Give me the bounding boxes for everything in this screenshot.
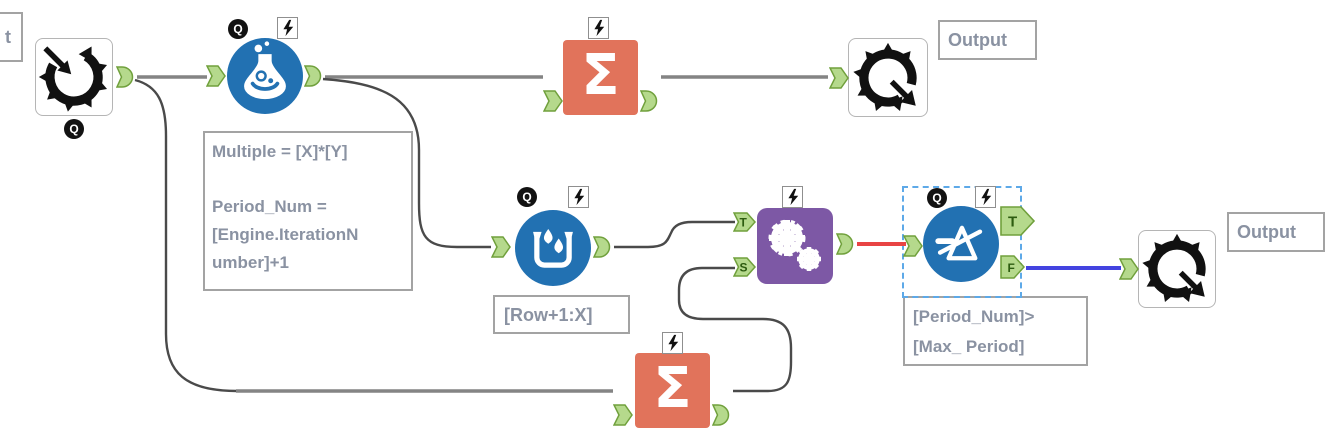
- lightning-badge: [588, 17, 609, 39]
- input-anchor[interactable]: [828, 67, 849, 94]
- double-gear-plus-icon: [768, 219, 821, 271]
- gear-arrow-in-icon: [38, 46, 108, 112]
- water-drops-basin-icon: [533, 229, 573, 268]
- filter-annotation[interactable]: [Period_Num]> [Max_ Period]: [903, 296, 1088, 366]
- summarize-tool-top[interactable]: Σ: [542, 17, 658, 115]
- formula-annotation-line: Multiple = [X]*[Y]: [212, 142, 348, 161]
- input-anchor[interactable]: [205, 65, 226, 92]
- lightning-badge: [662, 332, 683, 354]
- input-anchor[interactable]: [902, 235, 923, 262]
- lightning-badge: [782, 186, 803, 208]
- input-anchor[interactable]: [612, 380, 633, 436]
- formula-annotation-line: [Engine.IterationN: [212, 225, 359, 244]
- output-label-text: Output: [1237, 221, 1296, 242]
- output-anchor-false[interactable]: F: [1000, 255, 1026, 284]
- partial-label-text: t: [5, 26, 11, 47]
- macro-input-tool[interactable]: Q: [35, 38, 134, 139]
- sigma-icon: Σ: [581, 42, 620, 108]
- output-label-top[interactable]: Output: [938, 20, 1037, 60]
- filter-tool[interactable]: Q T F: [902, 186, 1036, 282]
- wire-input-to-summarize-bottom-curve[interactable]: [134, 78, 238, 393]
- flask-icon: [244, 41, 286, 100]
- formula-tool[interactable]: Q: [205, 17, 322, 114]
- q-badge: Q: [228, 19, 248, 39]
- output-anchor[interactable]: [592, 236, 613, 263]
- q-badge: Q: [927, 188, 947, 208]
- generate-rows-annotation[interactable]: [Row+1:X]: [493, 295, 630, 334]
- output-anchor-true[interactable]: T: [1000, 206, 1036, 241]
- filter-annotation-line: [Period_Num]>: [913, 307, 1035, 326]
- input-anchor-t[interactable]: T: [732, 212, 757, 237]
- wire-summarize-bottom-to-append-s[interactable]: [677, 266, 793, 393]
- output-anchor[interactable]: [835, 233, 856, 260]
- svg-text:F: F: [1008, 261, 1015, 275]
- q-badge: Q: [517, 187, 537, 207]
- wire-generate-rows-to-append-t[interactable]: [614, 220, 735, 249]
- gear-arrow-out-icon: [1142, 233, 1206, 303]
- filter-annotation-line: [Max_ Period]: [913, 337, 1025, 356]
- output-anchor[interactable]: [639, 66, 660, 122]
- partial-label-input[interactable]: t: [0, 12, 23, 62]
- output-anchor[interactable]: [303, 65, 324, 92]
- svg-text:T: T: [1008, 214, 1017, 231]
- q-badge: Q: [64, 119, 84, 139]
- formula-annotation-line: umber]+1: [212, 253, 289, 272]
- macro-output-tool-right[interactable]: [1118, 230, 1216, 308]
- lightning-badge: [277, 17, 298, 39]
- input-anchor[interactable]: [1118, 258, 1139, 285]
- lightning-badge: [975, 186, 996, 208]
- svg-text:T: T: [740, 216, 748, 230]
- input-anchor[interactable]: [490, 236, 511, 263]
- output-label-right[interactable]: Output: [1227, 212, 1325, 252]
- formula-annotation[interactable]: Multiple = [X]*[Y] Period_Num = [Engine.…: [203, 131, 413, 291]
- input-anchor[interactable]: [542, 66, 563, 122]
- input-anchor-s[interactable]: S: [732, 257, 757, 282]
- output-anchor[interactable]: [115, 66, 136, 93]
- sigma-icon: Σ: [653, 355, 692, 421]
- macro-output-tool-top[interactable]: [828, 38, 928, 117]
- output-anchor[interactable]: [711, 380, 732, 436]
- gear-arrow-out-icon: [853, 42, 917, 112]
- lightning-badge: [568, 186, 589, 208]
- funnel-test-icon: [935, 225, 983, 261]
- wire-formula-to-generate-rows[interactable]: [322, 77, 491, 249]
- generate-rows-tool[interactable]: Q: [490, 186, 611, 286]
- svg-text:S: S: [740, 261, 748, 275]
- generate-rows-annotation-text: [Row+1:X]: [504, 305, 593, 325]
- append-fields-tool[interactable]: T S: [732, 186, 854, 284]
- formula-annotation-line: Period_Num =: [212, 197, 327, 216]
- output-label-text: Output: [948, 29, 1007, 50]
- summarize-tool-bottom[interactable]: Σ: [612, 332, 730, 428]
